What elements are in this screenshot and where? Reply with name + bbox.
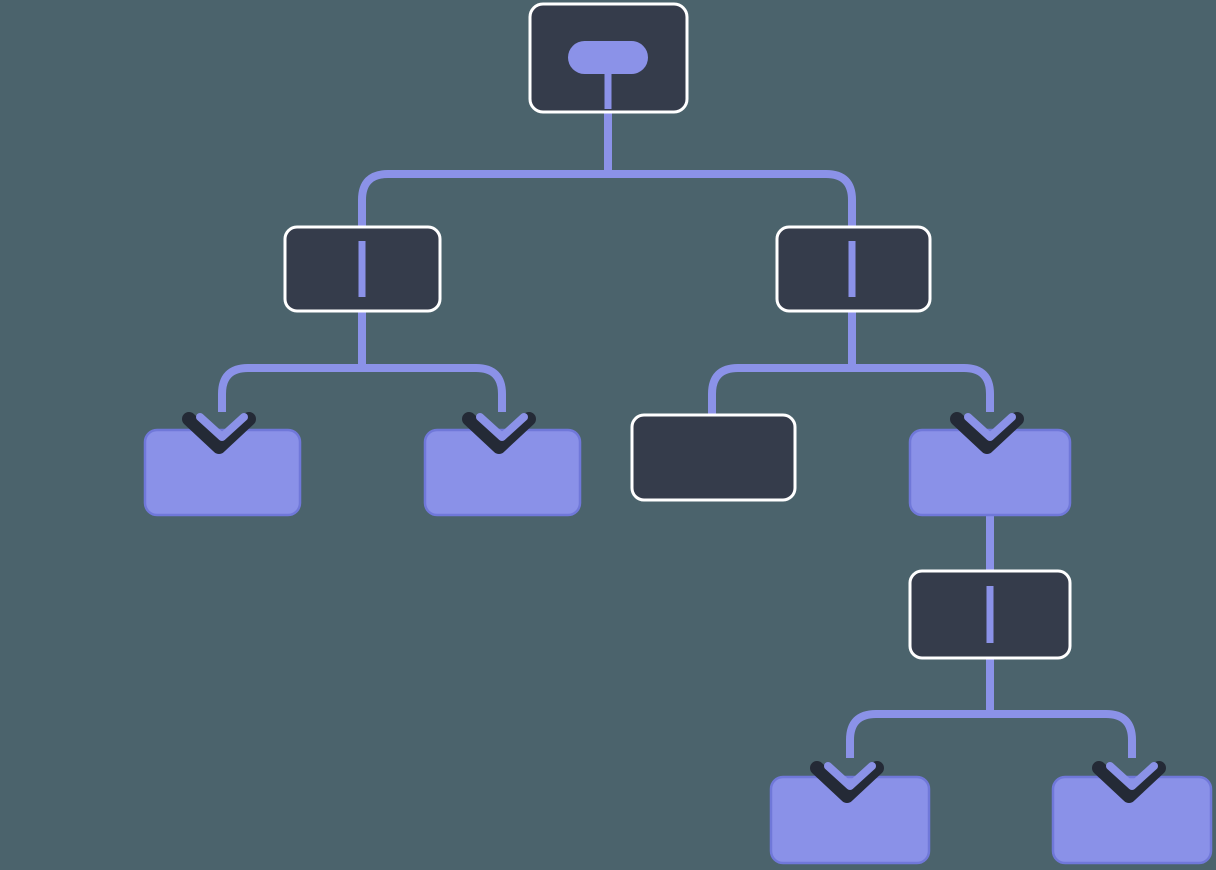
arrow-chevron-icon (824, 762, 876, 790)
arrow-shadow-chevron-icon (810, 761, 884, 803)
connector-branchleft-to-leaves (218, 311, 506, 412)
node-branch-right[interactable] (775, 225, 932, 313)
arrow-chevron-icon (964, 413, 1016, 441)
connector-root-to-level2 (358, 112, 856, 228)
arrow-into-leaf-a (182, 412, 256, 454)
root-pill-icon (568, 41, 648, 74)
arrow-shadow-chevron-icon (1092, 761, 1166, 803)
node-leaf-e[interactable] (1051, 775, 1213, 865)
node-mid-purple[interactable] (908, 428, 1072, 517)
connector-branchlower-to-leaves (846, 658, 1136, 758)
node-root[interactable] (528, 2, 689, 114)
arrow-chevron-icon (196, 413, 248, 441)
node-plain-dark[interactable] (630, 413, 797, 502)
connector-branchright-to-children (708, 311, 994, 415)
node-branch-lower[interactable] (908, 569, 1072, 660)
arrow-shadow-chevron-icon (950, 412, 1024, 454)
node-leaf-a[interactable] (143, 428, 302, 517)
arrow-chevron-icon (1106, 762, 1158, 790)
branch-right-passthrough-line (848, 241, 856, 297)
root-pill-stem (604, 72, 612, 109)
branch-lower-passthrough-line (986, 586, 994, 643)
arrow-chevron-icon (476, 413, 528, 441)
arrow-into-mid-purple (950, 412, 1024, 454)
arrow-into-leaf-e (1092, 761, 1166, 803)
arrow-shadow-chevron-icon (182, 412, 256, 454)
arrow-into-leaf-b (462, 412, 536, 454)
node-leaf-b[interactable] (423, 428, 582, 517)
node-branch-left[interactable] (283, 225, 442, 313)
branch-left-passthrough-line (358, 241, 366, 297)
arrow-into-leaf-d (810, 761, 884, 803)
arrow-shadow-chevron-icon (462, 412, 536, 454)
node-leaf-d[interactable] (769, 775, 931, 865)
